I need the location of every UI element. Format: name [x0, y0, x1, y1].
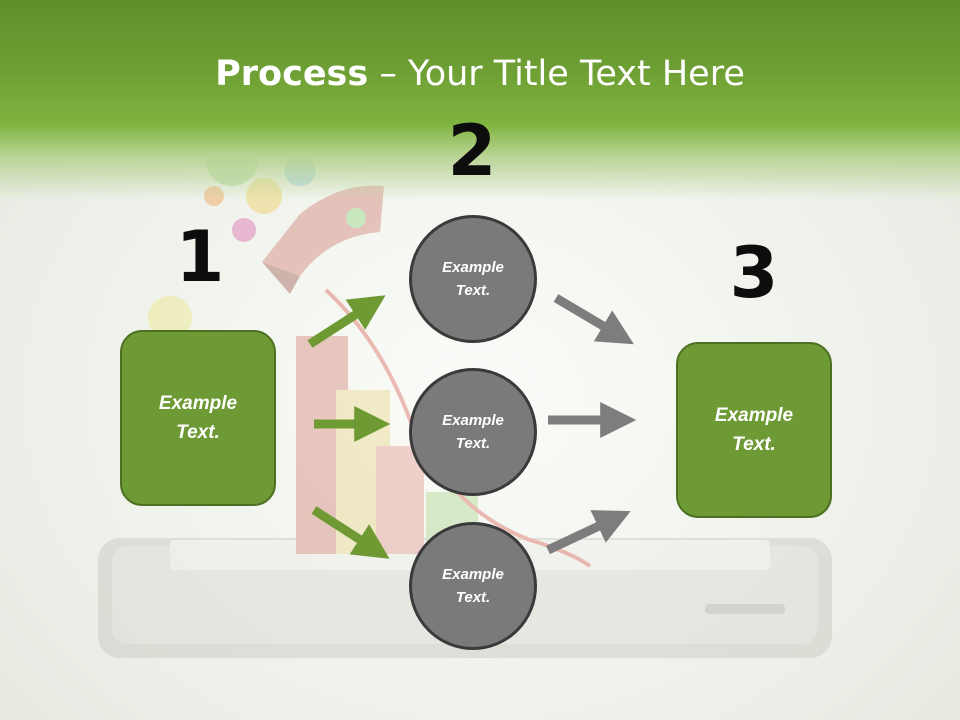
step-2-circle-top: Example Text.	[409, 215, 537, 343]
step-number-3: 3	[729, 232, 779, 314]
header-band	[0, 0, 960, 200]
title-rest: – Your Title Text Here	[368, 54, 745, 94]
arrow-gray-up	[546, 510, 631, 555]
step-3-box-text: Example Text.	[714, 405, 794, 455]
title-bold: Process	[215, 54, 369, 94]
step-1-box: Example Text.	[120, 330, 276, 506]
circle-top-text: Example Text.	[442, 259, 504, 299]
slide-title: Process – Your Title Text Here	[0, 52, 960, 96]
step-2-circle-bottom: Example Text.	[409, 522, 537, 650]
step-2-circle-middle: Example Text.	[409, 368, 537, 496]
arrow-gray-down	[553, 294, 634, 345]
circle-bottom-text: Example Text.	[442, 566, 504, 606]
step-1-box-text: Example Text.	[158, 393, 238, 443]
step-number-1: 1	[175, 216, 225, 298]
arrow-green-down	[311, 506, 390, 559]
arrow-green-up	[307, 295, 386, 348]
step-3-box: Example Text.	[676, 342, 832, 518]
step-number-2: 2	[447, 110, 497, 192]
circle-middle-text: Example Text.	[442, 412, 504, 452]
